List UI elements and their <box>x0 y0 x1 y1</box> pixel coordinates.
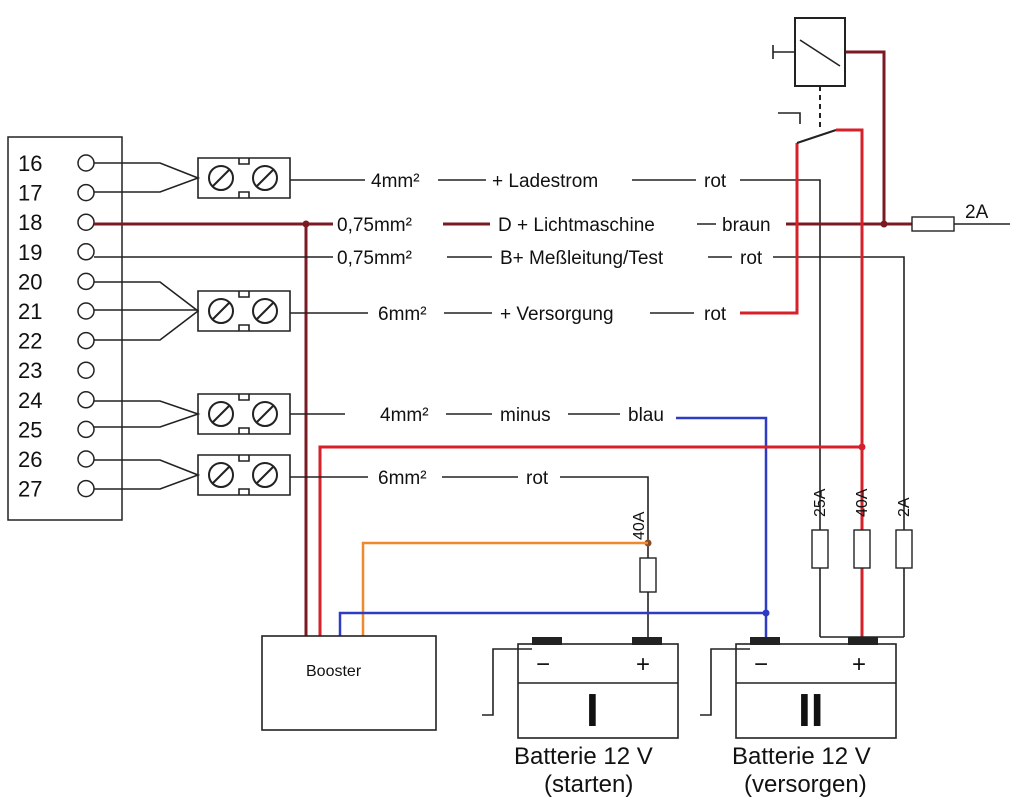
battery2-plus: + <box>852 651 866 678</box>
wire-messleitung-color: rot <box>740 248 763 269</box>
wire-versorgung-section: 6mm² <box>378 304 427 325</box>
fuse-2a-top: 2A <box>911 202 1010 232</box>
wire-versorgung-function: + Versorgung <box>500 304 614 325</box>
wire-lichtmaschine-function: D + Lichtmaschine <box>498 215 655 236</box>
wire-messleitung: 0,75mm² B+ Meßleitung/Test rot <box>94 248 905 637</box>
battery1-minus: − <box>536 651 550 678</box>
terminal-screw-25 <box>77 420 95 439</box>
terminal-screw-17 <box>77 183 95 202</box>
terminal-label-19: 19 <box>18 240 42 265</box>
wire-battery1-color: rot <box>526 468 549 489</box>
fuse-2a-top-label: 2A <box>965 202 989 223</box>
battery1-title: Batterie 12 V <box>514 743 653 770</box>
relay <box>772 17 864 637</box>
fuse-40a-label: 40A <box>854 488 871 517</box>
battery1-plus: + <box>636 651 650 678</box>
wire-ladestrom-section: 4mm² <box>371 171 420 192</box>
battery1-subtitle: (starten) <box>544 771 633 798</box>
wire-minus-color: blau <box>628 405 664 426</box>
wire-versorgung: 6mm² + Versorgung rot <box>290 143 799 325</box>
terminal-screw-22 <box>77 331 95 350</box>
wire-lichtmaschine-section: 0,75mm² <box>337 215 412 236</box>
connector-block-3 <box>197 393 291 435</box>
terminal-screw-23 <box>77 361 95 379</box>
booster-signal-wires <box>338 541 766 638</box>
fuse-25a-label: 25A <box>812 488 829 517</box>
terminal-block: 16 17 18 19 20 21 22 23 24 25 26 27 <box>7 136 123 521</box>
terminal-screw-19 <box>77 243 95 261</box>
battery2-subtitle: (versorgen) <box>744 771 867 798</box>
booster-supply-red <box>318 443 866 638</box>
fuse-40a-battery1-label: 40A <box>631 511 648 540</box>
terminal-screw-24 <box>77 391 95 409</box>
battery2-roman: II <box>798 684 824 736</box>
wire-minus-section: 4mm² <box>380 405 429 426</box>
terminal-jumpers <box>94 162 201 490</box>
battery-2: − + II Batterie 12 V (versorgen) <box>700 637 897 798</box>
booster-label: Booster <box>306 663 362 680</box>
terminal-screw-18 <box>77 213 95 231</box>
connector-block-1 <box>197 157 291 199</box>
fuse-2a-label: 2A <box>896 497 913 517</box>
battery-1: − + I Batterie 12 V (starten) <box>482 637 679 798</box>
terminal-label-24: 24 <box>18 388 42 413</box>
wire-ladestrom-color: rot <box>704 171 727 192</box>
wire-versorgung-color: rot <box>704 304 727 325</box>
terminal-label-17: 17 <box>18 181 42 206</box>
wire-battery1: 6mm² rot 40A <box>290 468 657 638</box>
terminal-label-26: 26 <box>18 447 42 472</box>
terminal-label-18: 18 <box>18 210 42 235</box>
terminal-screw-16 <box>77 154 95 172</box>
battery2-minus: − <box>754 651 768 678</box>
battery1-roman: I <box>586 684 599 736</box>
terminal-label-25: 25 <box>18 417 42 442</box>
wire-ladestrom: 4mm² + Ladestrom rot <box>290 171 821 637</box>
wire-battery1-section: 6mm² <box>378 468 427 489</box>
wire-minus-function: minus <box>500 405 551 426</box>
terminal-label-27: 27 <box>18 477 42 502</box>
terminal-screw-26 <box>77 450 95 468</box>
wire-minus: 4mm² minus blau <box>290 405 770 637</box>
wire-lichtmaschine: 0,75mm² D + Lichtmaschine braun <box>94 50 912 638</box>
wire-ladestrom-function: + Ladestrom <box>492 171 598 192</box>
terminal-label-21: 21 <box>18 299 42 324</box>
wire-messleitung-function: B+ Meßleitung/Test <box>500 248 664 269</box>
battery2-title: Batterie 12 V <box>732 743 871 770</box>
terminal-label-23: 23 <box>18 358 42 383</box>
terminal-label-20: 20 <box>18 269 42 294</box>
terminal-screw-21 <box>77 302 95 320</box>
terminal-label-22: 22 <box>18 329 42 354</box>
booster: Booster <box>261 635 437 731</box>
terminal-screw-20 <box>77 272 95 291</box>
terminal-screw-27 <box>77 479 95 498</box>
connector-block-2 <box>197 290 291 332</box>
connector-block-4 <box>197 454 291 496</box>
connector-blocks <box>197 157 291 496</box>
wire-messleitung-section: 0,75mm² <box>337 248 412 269</box>
wire-lichtmaschine-color: braun <box>722 215 771 236</box>
terminal-label-16: 16 <box>18 151 42 176</box>
